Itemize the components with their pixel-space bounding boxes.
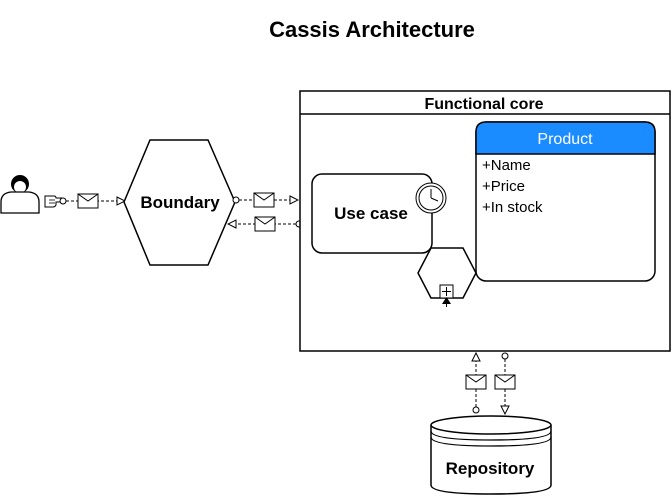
product-attribute: +Price: [482, 178, 525, 195]
product-attribute: +In stock: [482, 199, 543, 216]
diagram-title: Cassis Architecture: [269, 17, 475, 42]
boundary-hexagon: Boundary: [123, 139, 236, 266]
use-case-label: Use case: [334, 204, 408, 223]
boundary-label: Boundary: [140, 193, 220, 212]
functional-core-label: Functional core: [424, 96, 543, 113]
envelope-icon: [77, 193, 99, 209]
hexagon-gateway-icon: [417, 247, 477, 307]
repository-label: Repository: [446, 459, 535, 478]
clock-icon: [415, 182, 447, 214]
flow-user-to-boundary: [59, 198, 125, 204]
pointing-hand-icon: [44, 195, 63, 208]
product-attribute: +Name: [482, 157, 531, 174]
envelope-icon: [494, 374, 516, 390]
use-case-box: Use case: [311, 173, 433, 254]
envelope-icon: [253, 192, 275, 208]
envelope-icon: [254, 216, 276, 232]
product-class-box: Product +Name +Price +In stock: [475, 121, 656, 282]
envelope-icon: [465, 374, 487, 390]
database-icon: Repository: [430, 415, 552, 495]
product-header: Product: [537, 131, 593, 148]
user-icon: [0, 175, 40, 214]
flow-boundary-to-core: [232, 197, 298, 203]
